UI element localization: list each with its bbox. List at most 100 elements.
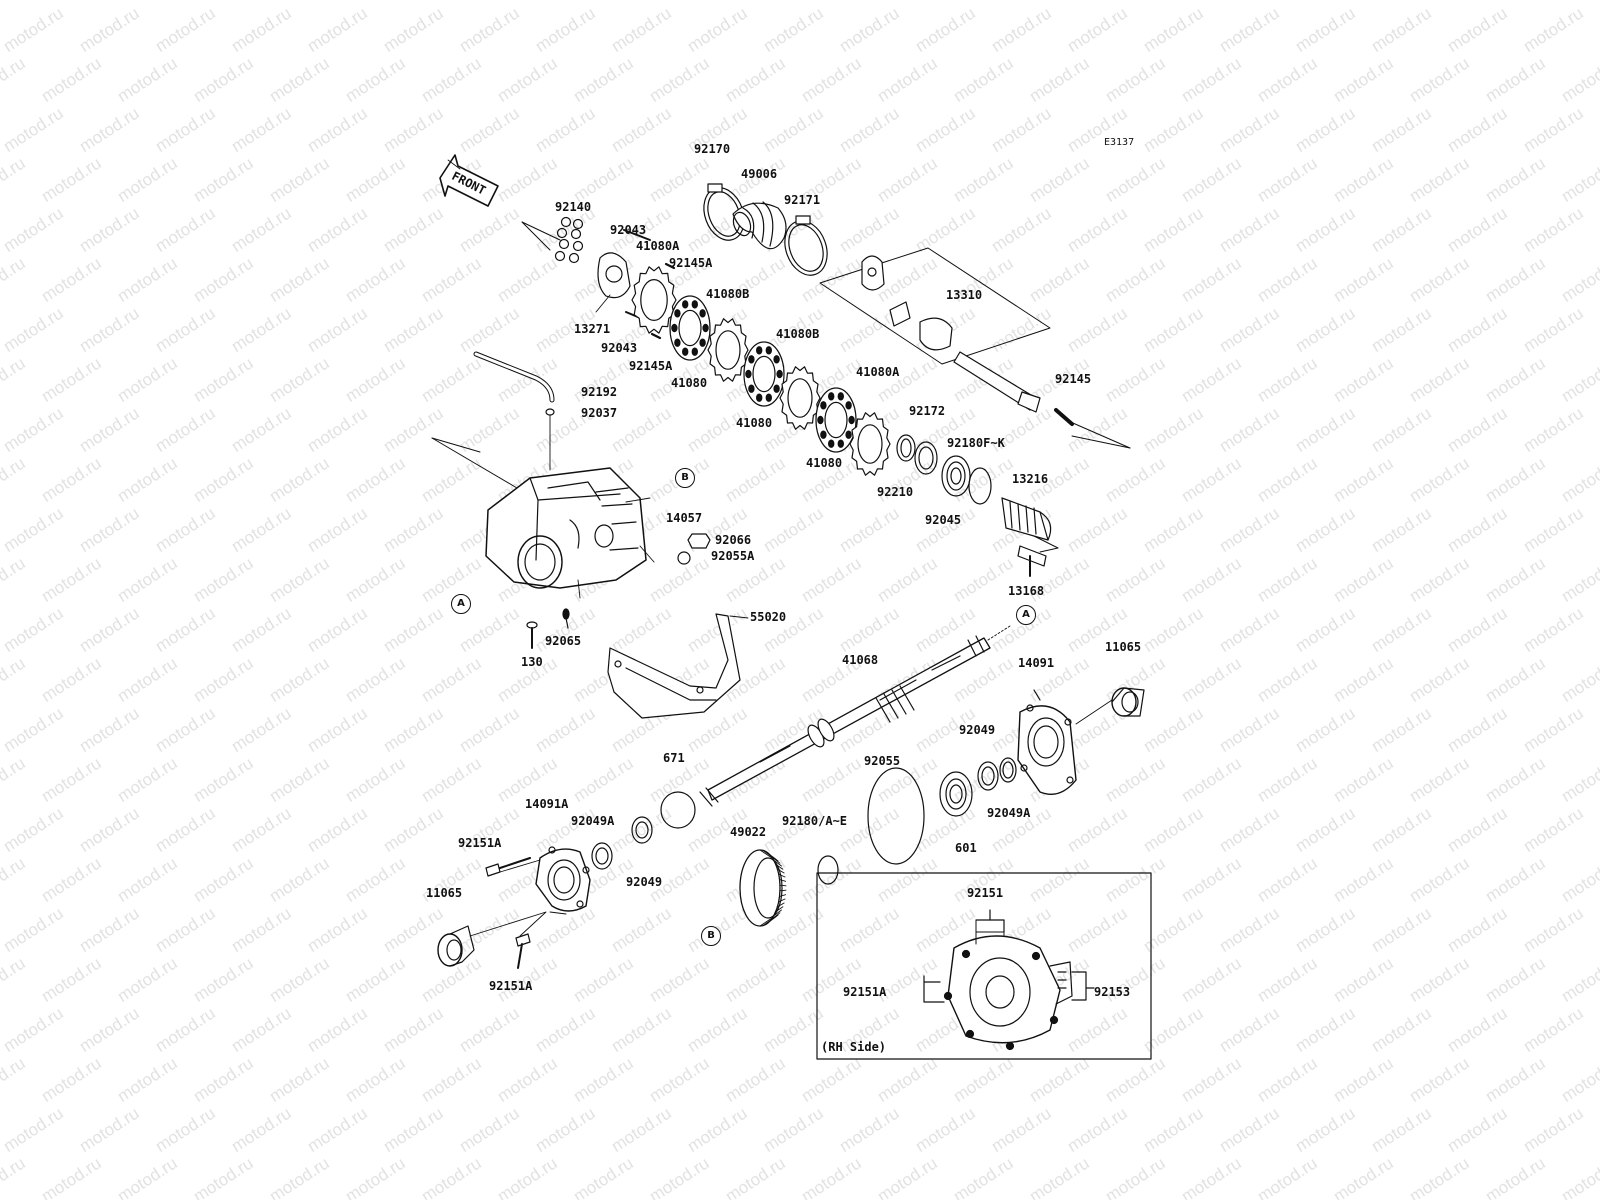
seal-92049A-right bbox=[999, 757, 1017, 783]
ring-gear-49022 bbox=[739, 849, 787, 927]
bolt-92151A-lower bbox=[515, 933, 531, 969]
friction-plate-41080-2 bbox=[743, 341, 785, 407]
part-label: 49006 bbox=[741, 167, 778, 181]
seal-92049-right bbox=[977, 761, 999, 791]
part-label: 92049 bbox=[626, 875, 663, 889]
seal-92172 bbox=[914, 441, 938, 475]
cap-11065-right bbox=[1111, 687, 1145, 717]
plate-41080A-2 bbox=[849, 412, 891, 476]
part-label: 130 bbox=[521, 655, 543, 669]
clip-92037 bbox=[545, 408, 555, 416]
part-label: 14091A bbox=[525, 797, 569, 811]
part-label: 92210 bbox=[877, 485, 914, 499]
shim-92180AE bbox=[817, 855, 839, 885]
part-label: 92153 bbox=[1094, 985, 1131, 999]
gear-case-14057 bbox=[485, 467, 647, 589]
bolt-92151A-upper bbox=[485, 857, 531, 877]
shaft-41068 bbox=[699, 635, 991, 807]
ref-marker-b-top: B bbox=[675, 468, 695, 488]
o-ring-671 bbox=[660, 791, 696, 829]
part-label: 92180F~K bbox=[947, 436, 1005, 450]
breather-hose-92192 bbox=[473, 351, 555, 403]
part-label: 92049 bbox=[959, 723, 996, 737]
o-ring-92055 bbox=[867, 767, 925, 865]
bracket-55020 bbox=[607, 613, 741, 719]
pin-13168 bbox=[1017, 545, 1047, 577]
part-label: 92055A bbox=[711, 549, 755, 563]
plate-41080A-1 bbox=[631, 266, 677, 334]
part-label: 14057 bbox=[666, 511, 703, 525]
friction-plate-41080-1 bbox=[669, 295, 711, 361]
part-label: 41080B bbox=[706, 287, 750, 301]
part-label: 92145 bbox=[1055, 372, 1092, 386]
washer-92065 bbox=[562, 608, 570, 629]
diagram-code: E3137 bbox=[1104, 137, 1135, 148]
ref-marker-a-left: A bbox=[451, 594, 471, 614]
inset-box bbox=[816, 872, 1152, 1060]
part-label: 55020 bbox=[750, 610, 787, 624]
part-label: 92066 bbox=[715, 533, 752, 547]
bolt-130 bbox=[526, 621, 538, 649]
part-label: 11065 bbox=[1105, 640, 1142, 654]
part-label: 92140 bbox=[555, 200, 592, 214]
bearing-601 bbox=[939, 771, 973, 817]
inset-case-rh-side bbox=[923, 909, 1095, 1051]
part-label: 13271 bbox=[574, 322, 611, 336]
part-label: 601 bbox=[955, 841, 977, 855]
pinion-gear-13216 bbox=[1001, 497, 1052, 541]
inset-caption: (RH Side) bbox=[821, 1040, 887, 1054]
part-label: 92192 bbox=[581, 385, 618, 399]
part-label: 41080A bbox=[856, 365, 900, 379]
part-label: 41080A bbox=[636, 239, 680, 253]
clutch-plate-stack bbox=[631, 266, 891, 476]
part-label: 11065 bbox=[426, 886, 463, 900]
part-label: 14091 bbox=[1018, 656, 1055, 670]
cam-13271 bbox=[597, 252, 631, 299]
part-label: 92180/A~E bbox=[782, 814, 848, 828]
part-label: 92172 bbox=[909, 404, 946, 418]
part-label: 41068 bbox=[842, 653, 879, 667]
part-label: 92151A bbox=[458, 836, 502, 850]
seal-92049-left bbox=[631, 816, 653, 844]
shaft-13310 bbox=[819, 247, 1051, 413]
part-label: 92171 bbox=[784, 193, 821, 207]
ref-marker-a-right: A bbox=[1016, 605, 1036, 625]
part-label: 13310 bbox=[946, 288, 983, 302]
part-label: 92170 bbox=[694, 142, 731, 156]
part-label: 13168 bbox=[1008, 584, 1045, 598]
part-label: 92037 bbox=[581, 406, 618, 420]
plug-92066 bbox=[687, 533, 711, 549]
part-label: 92151A bbox=[489, 979, 533, 993]
part-label: 92049A bbox=[987, 806, 1031, 820]
part-label: 92151A bbox=[843, 985, 887, 999]
boot-49006 bbox=[732, 201, 787, 250]
part-label: 92043 bbox=[601, 341, 638, 355]
bearing-housing-14091 bbox=[1017, 689, 1077, 795]
part-label: 671 bbox=[663, 751, 685, 765]
bearing-housing-14091A bbox=[535, 846, 591, 912]
friction-plate-41080-3 bbox=[815, 387, 857, 453]
shim-92180FK bbox=[968, 467, 992, 505]
ref-marker-b-bottom: B bbox=[701, 926, 721, 946]
part-label: 92049A bbox=[571, 814, 615, 828]
part-label: 92145A bbox=[629, 359, 673, 373]
part-label: 92065 bbox=[545, 634, 582, 648]
bearing-92045 bbox=[941, 455, 971, 497]
part-label: 41080 bbox=[736, 416, 773, 430]
seal-92049A-left bbox=[591, 842, 613, 870]
front-arrow-icon: FRONT bbox=[439, 154, 499, 207]
part-label: 92045 bbox=[925, 513, 962, 527]
plate-41080B-1 bbox=[707, 318, 749, 382]
part-label: 92043 bbox=[610, 223, 647, 237]
cap-11065-left bbox=[437, 925, 475, 967]
part-label: 41080 bbox=[671, 376, 708, 390]
clamp-92171 bbox=[784, 215, 828, 276]
seal-92210 bbox=[896, 434, 916, 462]
screw-92145 bbox=[1054, 408, 1074, 426]
part-label: 92055 bbox=[864, 754, 901, 768]
part-label: 13216 bbox=[1012, 472, 1049, 486]
part-label: 41080 bbox=[806, 456, 843, 470]
o-ring-92055A bbox=[677, 551, 691, 565]
